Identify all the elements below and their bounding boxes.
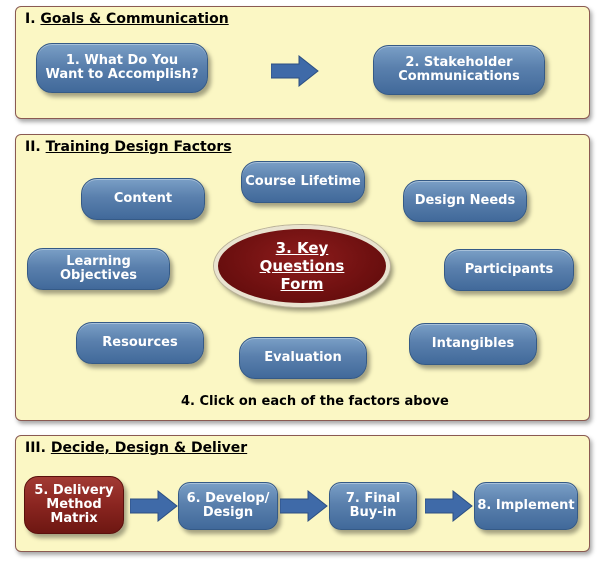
goals-communication-panel: I. Goals & Communication 1. What Do You … <box>15 6 590 119</box>
button-label: 6. Develop/ Design <box>186 491 270 520</box>
button-label: 8. Implement <box>477 498 575 513</box>
button-label: Participants <box>464 262 554 277</box>
delivery-method-matrix-button[interactable]: 5. Delivery Method Matrix <box>24 476 124 534</box>
button-label: 2. Stakeholder Communications <box>398 55 520 84</box>
right-arrow-icon <box>280 490 328 522</box>
decide-design-deliver-panel: III. Decide, Design & Deliver 5. Deliver… <box>15 435 590 552</box>
instruction-text: 4. Click on each of the factors above <box>181 394 449 409</box>
develop-design-button[interactable]: 6. Develop/ Design <box>178 482 278 530</box>
factor-intangibles-button[interactable]: Intangibles <box>409 323 537 365</box>
button-label: Course Lifetime <box>245 174 361 189</box>
right-arrow-icon <box>271 55 319 87</box>
button-label: 5. Delivery Method Matrix <box>34 483 114 526</box>
right-arrow-icon <box>425 490 473 522</box>
final-buy-in-button[interactable]: 7. Final Buy-in <box>329 482 417 530</box>
what-do-you-want-button[interactable]: 1. What Do You Want to Accomplish? <box>36 43 208 93</box>
factor-participants-button[interactable]: Participants <box>444 249 574 291</box>
section-title-training: II. Training Design Factors <box>25 139 232 155</box>
button-label: 1. What Do You Want to Accomplish? <box>45 53 199 82</box>
factor-design-needs-button[interactable]: Design Needs <box>403 180 527 222</box>
button-label: Design Needs <box>414 193 516 208</box>
button-label: Content <box>113 191 173 206</box>
factor-learning-objectives-button[interactable]: Learning Objectives <box>27 248 170 290</box>
factor-resources-button[interactable]: Resources <box>76 322 204 364</box>
section-title-goals: I. Goals & Communication <box>25 11 229 27</box>
section-title-text: Training Design Factors <box>45 139 232 155</box>
stakeholder-communications-button[interactable]: 2. Stakeholder Communications <box>373 45 545 95</box>
section-numeral: III. <box>25 440 46 456</box>
factor-course-lifetime-button[interactable]: Course Lifetime <box>241 161 365 203</box>
button-label: Resources <box>102 335 178 350</box>
section-title-text: Goals & Communication <box>40 11 229 27</box>
factor-content-button[interactable]: Content <box>81 178 205 220</box>
key-questions-form-button[interactable]: 3. Key Questions Form <box>214 225 390 307</box>
right-arrow-icon <box>130 490 178 522</box>
training-design-factors-panel: II. Training Design Factors Content Cour… <box>15 134 590 421</box>
section-title-decide: III. Decide, Design & Deliver <box>25 440 247 456</box>
button-label: Intangibles <box>431 336 515 351</box>
implement-button[interactable]: 8. Implement <box>474 482 578 530</box>
button-label: 7. Final Buy-in <box>345 491 401 520</box>
factor-evaluation-button[interactable]: Evaluation <box>239 337 367 379</box>
button-label: 3. Key Questions Form <box>259 239 345 293</box>
section-title-text: Decide, Design & Deliver <box>50 440 248 456</box>
button-label: Learning Objectives <box>59 254 138 283</box>
button-label: Evaluation <box>264 350 342 365</box>
section-numeral: II. <box>25 139 41 155</box>
section-numeral: I. <box>25 11 36 27</box>
